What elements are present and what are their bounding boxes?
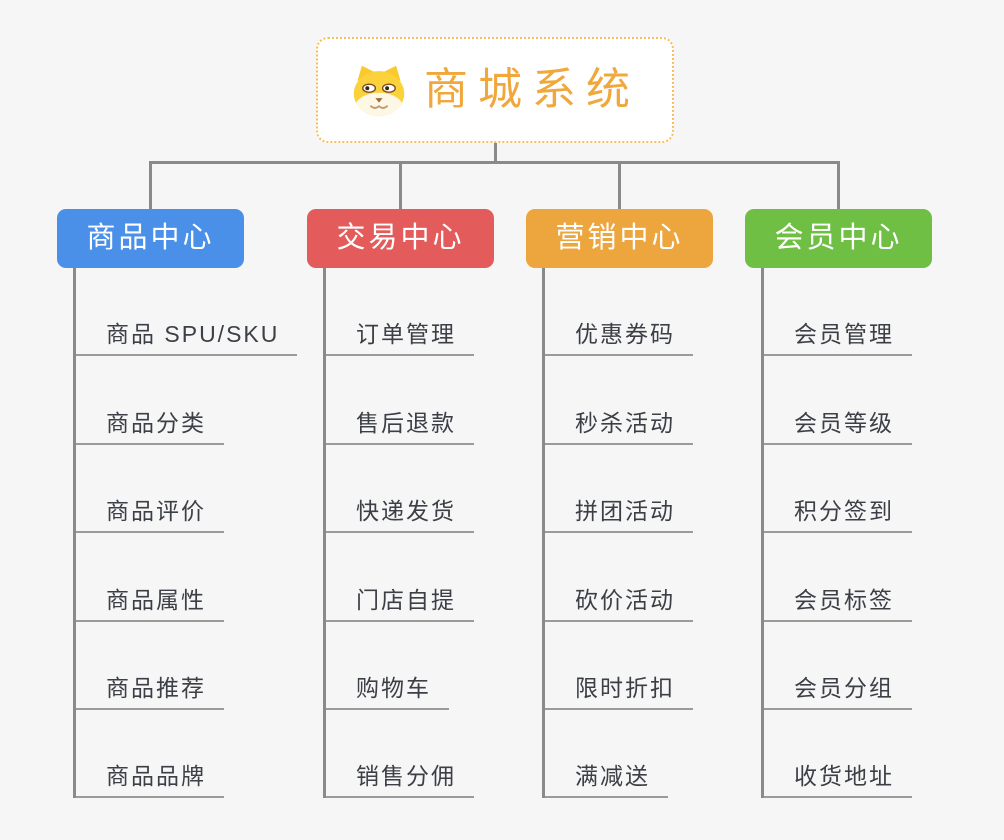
branch-node-trade-center[interactable]: 交易中心 bbox=[307, 209, 494, 268]
branch-node-product-center[interactable]: 商品中心 bbox=[57, 209, 244, 268]
topic-item-label[interactable]: 满减送 bbox=[545, 765, 668, 799]
branch-children: 订单管理 售后退款 快递发货 门店自提 购物车 销售分佣 bbox=[323, 268, 474, 799]
branch-node-marketing-center[interactable]: 营销中心 bbox=[526, 209, 713, 268]
topic-item-label[interactable]: 限时折扣 bbox=[545, 676, 693, 710]
topic-item: 销售分佣 bbox=[326, 710, 474, 799]
connector-drop bbox=[618, 162, 621, 209]
branch-children: 商品 SPU/SKU 商品分类 商品评价 商品属性 商品推荐 商品品牌 bbox=[73, 268, 298, 799]
topic-item-label[interactable]: 拼团活动 bbox=[545, 500, 693, 534]
topic-item-label[interactable]: 门店自提 bbox=[326, 588, 474, 622]
topic-item: 商品分类 bbox=[76, 356, 297, 445]
topic-item: 购物车 bbox=[326, 622, 474, 710]
topic-item-label[interactable]: 购物车 bbox=[326, 676, 449, 710]
branch-children: 优惠券码 秒杀活动 拼团活动 砍价活动 限时折扣 满减送 bbox=[542, 268, 693, 799]
connector-root-stem bbox=[494, 143, 497, 162]
topic-item-label[interactable]: 商品属性 bbox=[76, 588, 224, 622]
topic-item-label[interactable]: 商品分类 bbox=[76, 411, 224, 445]
topic-item: 会员分组 bbox=[764, 622, 912, 710]
topic-item-label[interactable]: 会员标签 bbox=[764, 588, 912, 622]
topic-item: 商品品牌 bbox=[76, 710, 297, 799]
dog-face-icon bbox=[350, 63, 408, 117]
topic-item-label[interactable]: 快递发货 bbox=[326, 500, 474, 534]
topic-item: 积分签到 bbox=[764, 445, 912, 534]
topic-item: 会员标签 bbox=[764, 533, 912, 622]
connector-drop bbox=[399, 162, 402, 209]
topic-item-label[interactable]: 收货地址 bbox=[764, 765, 912, 799]
topic-item: 商品推荐 bbox=[76, 622, 297, 710]
topic-item: 满减送 bbox=[545, 710, 693, 799]
topic-item: 会员管理 bbox=[764, 268, 912, 357]
topic-item: 优惠券码 bbox=[545, 268, 693, 357]
branch-children: 会员管理 会员等级 积分签到 会员标签 会员分组 收货地址 bbox=[761, 268, 912, 799]
topic-item: 拼团活动 bbox=[545, 445, 693, 534]
topic-item: 砍价活动 bbox=[545, 533, 693, 622]
root-node[interactable]: 商城系统 bbox=[316, 37, 674, 143]
topic-item: 商品属性 bbox=[76, 533, 297, 622]
topic-item-label[interactable]: 商品推荐 bbox=[76, 676, 224, 710]
topic-item-label[interactable]: 砍价活动 bbox=[545, 588, 693, 622]
connector-drop bbox=[149, 162, 152, 209]
branch-column-trade-center: 交易中心 订单管理 售后退款 快递发货 门店自提 购物车 销售分佣 bbox=[307, 209, 494, 799]
topic-item-label[interactable]: 销售分佣 bbox=[326, 765, 474, 799]
topic-item-label[interactable]: 售后退款 bbox=[326, 411, 474, 445]
topic-item: 商品评价 bbox=[76, 445, 297, 534]
topic-item: 门店自提 bbox=[326, 533, 474, 622]
branch-column-product-center: 商品中心 商品 SPU/SKU 商品分类 商品评价 商品属性 商品推荐 商品品牌 bbox=[57, 209, 298, 799]
topic-item: 限时折扣 bbox=[545, 622, 693, 710]
topic-item-label[interactable]: 订单管理 bbox=[326, 323, 474, 357]
topic-item-label[interactable]: 会员分组 bbox=[764, 676, 912, 710]
connector-bus bbox=[149, 161, 840, 164]
topic-item-label[interactable]: 会员管理 bbox=[764, 323, 912, 357]
branch-node-member-center[interactable]: 会员中心 bbox=[745, 209, 932, 268]
branch-column-marketing-center: 营销中心 优惠券码 秒杀活动 拼团活动 砍价活动 限时折扣 满减送 bbox=[526, 209, 713, 799]
topic-item: 秒杀活动 bbox=[545, 356, 693, 445]
topic-item-label[interactable]: 积分签到 bbox=[764, 500, 912, 534]
topic-item-label[interactable]: 商品评价 bbox=[76, 500, 224, 534]
root-title: 商城系统 bbox=[424, 65, 640, 114]
branch-column-member-center: 会员中心 会员管理 会员等级 积分签到 会员标签 会员分组 收货地址 bbox=[745, 209, 932, 799]
topic-item: 商品 SPU/SKU bbox=[76, 268, 298, 357]
topic-item-label[interactable]: 秒杀活动 bbox=[545, 411, 693, 445]
topic-item-label[interactable]: 商品品牌 bbox=[76, 765, 224, 799]
topic-item: 快递发货 bbox=[326, 445, 474, 534]
topic-item: 收货地址 bbox=[764, 710, 912, 799]
topic-item: 订单管理 bbox=[326, 268, 474, 357]
topic-item: 售后退款 bbox=[326, 356, 474, 445]
topic-item: 会员等级 bbox=[764, 356, 912, 445]
topic-item-label[interactable]: 优惠券码 bbox=[545, 323, 693, 357]
connector-drop bbox=[837, 162, 840, 209]
topic-item-label[interactable]: 会员等级 bbox=[764, 411, 912, 445]
topic-item-label[interactable]: 商品 SPU/SKU bbox=[76, 323, 298, 357]
